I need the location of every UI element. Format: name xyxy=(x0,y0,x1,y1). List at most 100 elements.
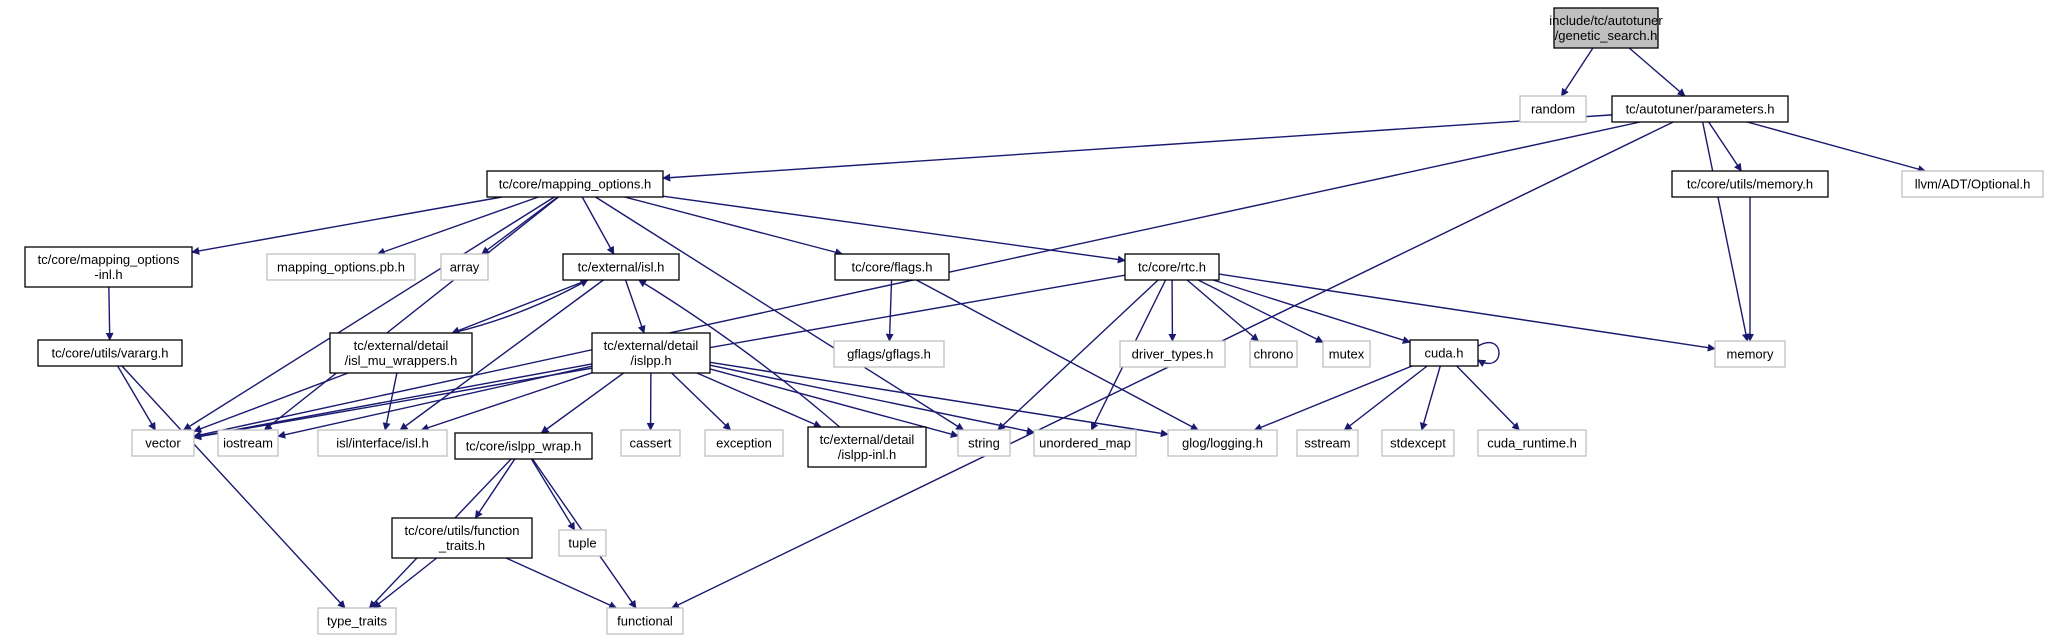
edge-mapping_options-to-mapping_options_inl xyxy=(191,196,503,255)
node-box xyxy=(1322,340,1371,368)
node-vararg[interactable]: tc/core/utils/vararg.h xyxy=(37,339,183,367)
node-iostream: iostream xyxy=(217,429,279,457)
node-box xyxy=(1671,170,1829,198)
node-label: glog/logging.h xyxy=(1182,436,1263,451)
node-root[interactable]: include/tc/autotuner/genetic_search.h xyxy=(1549,7,1663,49)
edge-isl_mu_wrappers-to-vector xyxy=(193,372,349,433)
node-memory: memory xyxy=(1714,340,1786,368)
edge-mapping_options-to-rtc xyxy=(662,195,1126,264)
node-label: string xyxy=(968,436,1000,451)
node-box xyxy=(217,429,279,457)
edge-root-to-random xyxy=(1560,47,1594,97)
node-box xyxy=(1167,429,1278,457)
node-label: tc/autotuner/parameters.h xyxy=(1626,102,1775,117)
node-mapping-options-inl[interactable]: tc/core/mapping_options-inl.h xyxy=(24,246,193,288)
node-box xyxy=(1249,340,1298,368)
node-box xyxy=(1296,429,1359,457)
edge-mapping_options-to-vector xyxy=(183,196,555,431)
node-label: -inl.h xyxy=(94,267,122,282)
node-functional: functional xyxy=(606,607,684,635)
node-mapping-options[interactable]: tc/core/mapping_options.h xyxy=(486,170,664,198)
node-box xyxy=(591,332,711,374)
node-box xyxy=(704,429,784,457)
node-label: tc/core/islpp_wrap.h xyxy=(466,439,582,454)
node-label: tc/core/mapping_options.h xyxy=(499,177,651,192)
node-label: gflags/gflags.h xyxy=(847,347,931,362)
edge-flags-to-glog xyxy=(916,279,1199,431)
node-llvm-optional: llvm/ADT/Optional.h xyxy=(1901,170,2044,198)
node-gflags: gflags/gflags.h xyxy=(833,340,945,368)
edge-vararg-to-vector xyxy=(117,365,156,431)
edge-cuda-to-cuda xyxy=(1477,341,1500,368)
node-flags[interactable]: tc/core/flags.h xyxy=(834,253,950,281)
edge-root-to-parameters xyxy=(1628,47,1686,97)
node-label: type_traits xyxy=(327,614,387,629)
edge-mapping_options-to-mapping_options_pb xyxy=(376,196,539,256)
node-label: driver_types.h xyxy=(1132,347,1214,362)
node-label: array xyxy=(450,260,480,275)
node-box xyxy=(1519,95,1587,123)
node-function-traits[interactable]: tc/core/utils/function_traits.h xyxy=(391,517,533,559)
edge-mapping_options-to-string xyxy=(595,196,965,431)
node-box xyxy=(440,253,489,281)
node-cassert: cassert xyxy=(620,429,681,457)
node-box xyxy=(620,429,681,457)
edge-external_isl-to-islpp xyxy=(624,279,646,334)
node-label: tc/external/detail xyxy=(354,338,449,353)
node-box xyxy=(562,253,680,281)
edge-parameters-to-memory xyxy=(1701,121,1750,342)
node-stdexcept: stdexcept xyxy=(1381,429,1455,457)
edge-islpp_inl-to-external_isl xyxy=(638,279,841,428)
node-tuple: tuple xyxy=(558,529,607,557)
node-label: exception xyxy=(716,436,772,451)
node-label: /isl_mu_wrappers.h xyxy=(345,353,458,368)
node-box xyxy=(1553,7,1659,49)
edge-isl_mu_wrappers-to-external_isl xyxy=(451,279,589,334)
edge-rtc-to-mutex xyxy=(1197,279,1324,343)
node-label: memory xyxy=(1727,347,1774,362)
edge-rtc-to-chrono xyxy=(1186,279,1259,342)
node-label: tc/core/utils/memory.h xyxy=(1687,177,1813,192)
node-cuda-runtime: cuda_runtime.h xyxy=(1477,429,1587,457)
node-box xyxy=(266,253,416,281)
node-box xyxy=(957,429,1011,457)
node-external-isl[interactable]: tc/external/isl.h xyxy=(562,253,680,281)
node-isl-mu-wrappers[interactable]: tc/external/detail/isl_mu_wrappers.h xyxy=(329,332,473,374)
node-label: /islpp.h xyxy=(630,353,671,368)
edge-parameters-to-mapping_options xyxy=(662,114,1613,182)
edges-layer xyxy=(105,47,1927,609)
node-label: tc/core/utils/function xyxy=(405,523,520,538)
edge-islpp_wrap-to-tuple xyxy=(530,458,576,531)
node-type-traits: type_traits xyxy=(317,607,397,635)
edge-external_isl-to-isl_mu_wrappers xyxy=(451,279,588,335)
node-box xyxy=(1033,429,1137,457)
node-mapping-options-pb: mapping_options.pb.h xyxy=(266,253,416,281)
edge-islpp-to-glog xyxy=(709,361,1169,438)
edge-function_traits-to-functional xyxy=(505,557,618,609)
node-label: tc/core/flags.h xyxy=(852,260,933,275)
edge-external_isl-to-isl_interface xyxy=(399,279,604,431)
node-box xyxy=(1381,429,1455,457)
node-label: stdexcept xyxy=(1390,436,1446,451)
node-random: random xyxy=(1519,95,1587,123)
node-box xyxy=(606,607,684,635)
node-exception: exception xyxy=(704,429,784,457)
node-parameters[interactable]: tc/autotuner/parameters.h xyxy=(1611,95,1789,123)
node-label: mapping_options.pb.h xyxy=(277,260,405,275)
edge-mapping_options-to-flags xyxy=(624,196,844,257)
edge-mapping_options-to-iostream xyxy=(263,196,560,431)
edge-mapping_options-to-external_isl xyxy=(581,196,615,255)
node-label: tuple xyxy=(568,536,596,551)
node-rtc[interactable]: tc/core/rtc.h xyxy=(1124,253,1220,281)
node-box xyxy=(24,246,193,288)
node-box xyxy=(1901,170,2044,198)
node-box xyxy=(833,340,945,368)
node-cuda[interactable]: cuda.h xyxy=(1409,339,1479,367)
node-islpp-wrap[interactable]: tc/core/islpp_wrap.h xyxy=(454,432,593,460)
node-box xyxy=(1477,429,1587,457)
node-memory-h[interactable]: tc/core/utils/memory.h xyxy=(1671,170,1829,198)
node-label: chrono xyxy=(1254,347,1294,362)
node-islpp-inl[interactable]: tc/external/detail/islpp-inl.h xyxy=(807,426,927,468)
node-label: tc/core/utils/vararg.h xyxy=(51,346,168,361)
node-islpp[interactable]: tc/external/detail/islpp.h xyxy=(591,332,711,374)
